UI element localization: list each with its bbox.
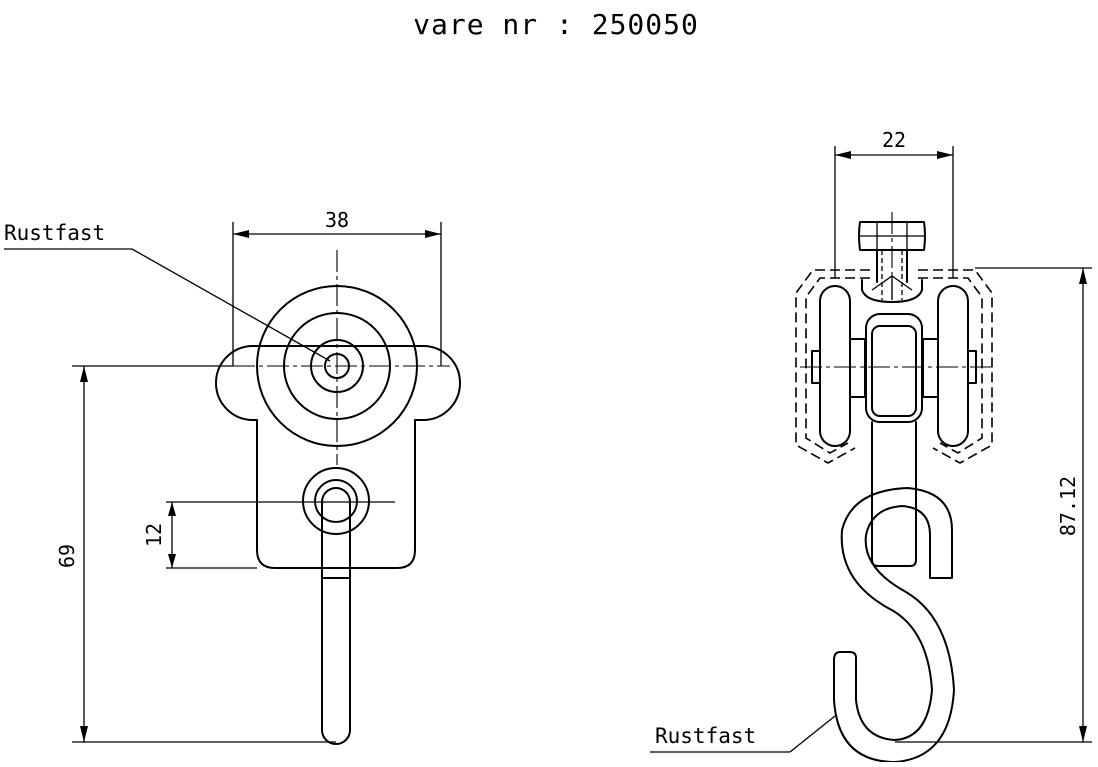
side-wheel-left — [819, 285, 851, 447]
side-hub-left — [849, 338, 866, 398]
front-eyelet-outer — [302, 467, 370, 535]
side-rail-outer-left — [795, 269, 870, 464]
side-hub-right — [922, 338, 939, 398]
front-hook-rod — [321, 487, 351, 745]
side-nut — [858, 221, 926, 251]
front-material-note: Rustfast — [4, 221, 105, 245]
side-wheel-right — [937, 285, 969, 447]
side-hook-shank — [871, 421, 917, 567]
side-swivel-inner — [871, 325, 917, 417]
side-dim-height-label: 87.12 — [1056, 476, 1080, 536]
side-dim-width-label: 22 — [882, 128, 906, 152]
side-view: 22 87.12 Rustfast — [650, 128, 1092, 763]
side-note-leader — [789, 715, 836, 753]
front-body-outline — [215, 345, 461, 569]
drawing-title: vare nr : 250050 — [413, 8, 699, 41]
front-note-leader — [131, 248, 331, 362]
side-swivel-body — [865, 313, 923, 423]
front-eyelet-inner — [314, 479, 358, 523]
front-dim-arrow-offset-bottom — [168, 554, 176, 568]
side-dim-arrow-left — [835, 151, 851, 159]
front-dim-height-label: 69 — [55, 544, 79, 568]
front-view: 38 69 12 Rustfast — [4, 208, 461, 745]
side-dim-arrow-right — [937, 151, 953, 159]
side-s-hook — [833, 487, 955, 763]
side-dim-arrow-top — [1079, 268, 1087, 284]
side-bracket-top — [861, 279, 923, 303]
side-dim-arrow-bottom — [1079, 726, 1087, 742]
front-dim-arrow-bottom — [80, 726, 88, 742]
front-dim-width-label: 38 — [325, 208, 349, 232]
side-material-note: Rustfast — [655, 724, 756, 748]
side-rail-inner-left — [805, 277, 870, 454]
front-dim-arrow-top — [80, 366, 88, 382]
front-dim-arrow-left — [233, 230, 249, 238]
side-rail-inner-right — [918, 277, 983, 454]
side-rail-outer-right — [918, 269, 993, 464]
front-dim-arrow-right — [425, 230, 441, 238]
front-dim-arrow-offset-top — [168, 502, 176, 516]
front-dim-offset-label: 12 — [142, 523, 166, 547]
